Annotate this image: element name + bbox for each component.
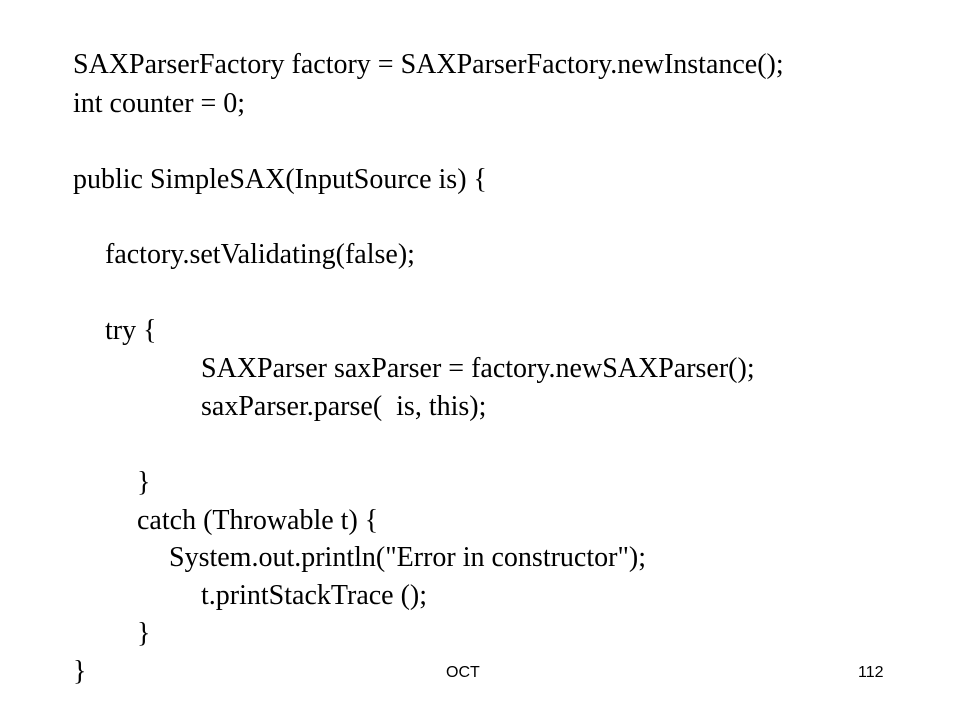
code-line-12: } (137, 618, 151, 649)
code-line-9: catch (Throwable t) { (137, 505, 379, 536)
code-line-1: SAXParserFactory factory = SAXParserFact… (73, 49, 784, 80)
code-line-7: saxParser.parse( is, this); (201, 391, 487, 422)
code-line-11: t.printStackTrace (); (201, 580, 428, 611)
code-line-6: SAXParser saxParser = factory.newSAXPars… (201, 353, 755, 384)
code-line-8: } (137, 467, 151, 498)
footer-label: OCT (446, 664, 480, 681)
code-line-13: } (73, 656, 87, 687)
code-line-10: System.out.println("Error in constructor… (169, 542, 646, 573)
code-line-3: public SimpleSAX(InputSource is) { (73, 164, 487, 195)
page-number: 112 (858, 664, 884, 681)
code-line-5: try { (105, 315, 157, 346)
code-line-2: int counter = 0; (73, 88, 246, 119)
code-line-4: factory.setValidating(false); (105, 239, 415, 270)
